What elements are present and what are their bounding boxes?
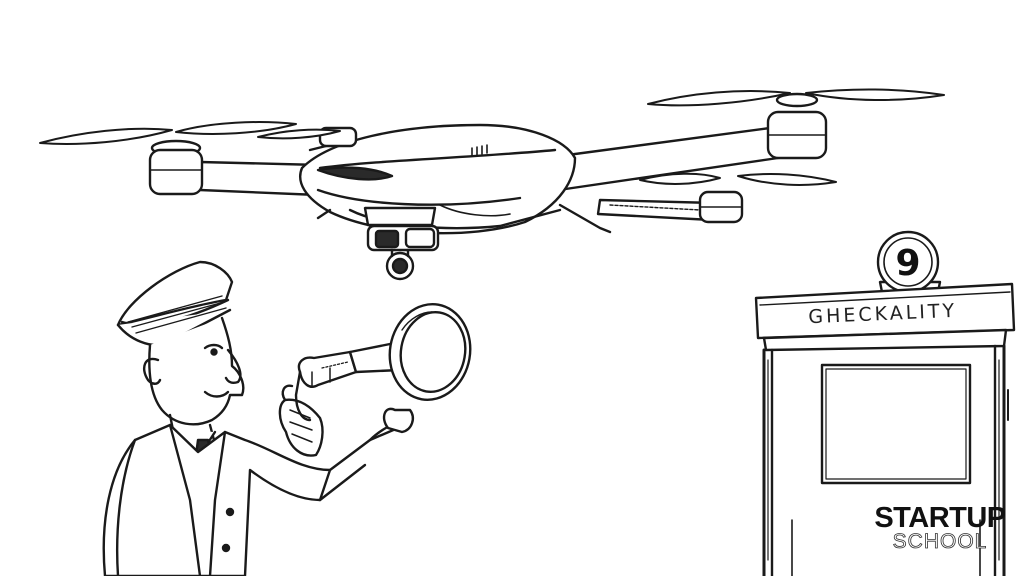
brand-line-2: SCHOOL <box>892 530 988 553</box>
propeller-rear-right <box>639 172 837 186</box>
drone <box>39 88 945 281</box>
motor-front-right <box>766 92 828 160</box>
motor-rear-right <box>698 190 744 224</box>
propeller-front-left <box>39 121 297 145</box>
inspector-figure <box>102 260 414 576</box>
magnifying-glass <box>294 303 472 422</box>
startup-school-logo: STARTUP SCHOOL <box>874 502 1006 553</box>
brand-line-1: STARTUP <box>874 502 1006 534</box>
propeller-front-right <box>647 88 945 107</box>
motor-front-left <box>148 139 204 196</box>
propeller-rear-left <box>257 128 341 140</box>
booth-number: 9 <box>895 243 920 284</box>
booth-number-globe: 9 <box>876 230 942 294</box>
quality-booth: 9 GHECKALITY <box>754 230 1016 576</box>
